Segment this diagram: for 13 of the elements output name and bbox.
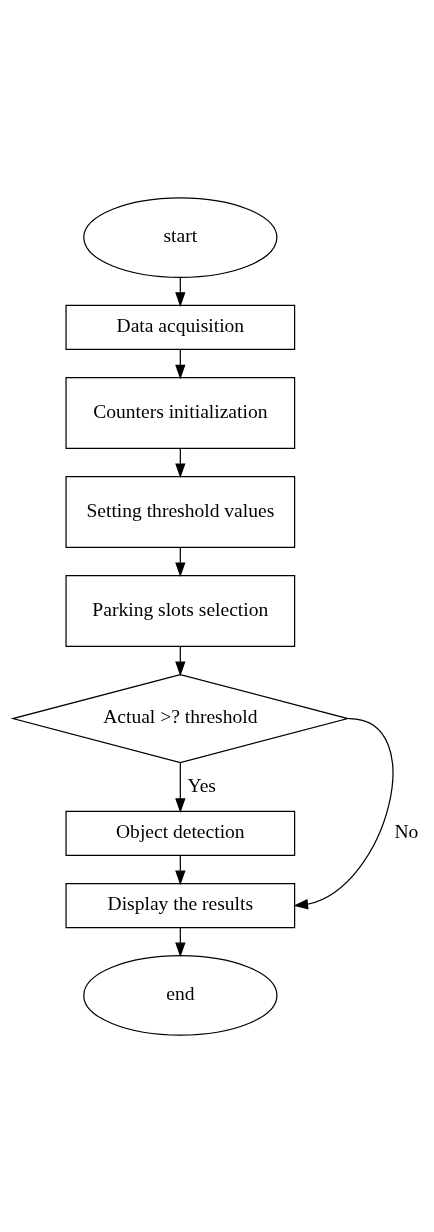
node-box: Counters initialization	[65, 376, 296, 449]
node-diamond: Actual >? threshold	[10, 673, 351, 763]
node-ellipse: start	[83, 196, 278, 278]
node-box: Setting threshold values	[65, 475, 296, 548]
edge-label: Yes	[187, 774, 216, 796]
node-box: Data acquisition	[65, 304, 296, 350]
node-box: Object detection	[65, 810, 296, 856]
edge-label: No	[394, 820, 419, 842]
node-ellipse: end	[83, 954, 278, 1036]
arrow	[293, 717, 394, 909]
arrow	[175, 761, 186, 813]
node-box: Parking slots selection	[65, 574, 296, 647]
node-box: Display the results	[65, 882, 296, 928]
